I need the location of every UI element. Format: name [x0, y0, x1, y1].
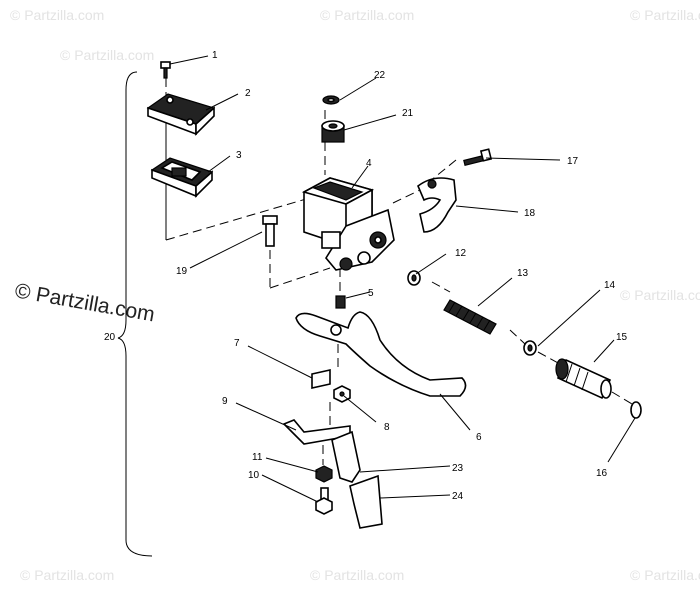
part-1-screw	[160, 61, 171, 79]
part-3-diaphragm	[150, 157, 214, 198]
part-7-clip	[311, 369, 331, 389]
callout-6: 6	[476, 432, 482, 443]
callout-21: 21	[402, 108, 414, 119]
part-17-screw	[463, 148, 493, 167]
callouts: 1 2 3 4 22 21 17 18 12 13 14 15 16 6 5 7…	[104, 50, 628, 502]
part-15-piston	[555, 358, 612, 400]
callout-4: 4	[366, 158, 372, 169]
watermark-main: © Partzilla.com	[13, 279, 156, 326]
part-5-pin	[335, 295, 346, 309]
callout-17: 17	[567, 156, 579, 167]
callout-16: 16	[596, 468, 608, 479]
part-24-boot	[349, 474, 383, 529]
callout-19: 19	[176, 266, 188, 277]
part-8-nut	[333, 385, 351, 403]
watermark-upper-mid: © Partzilla.com	[60, 47, 154, 63]
watermark-top-left: © Partzilla.com	[10, 7, 104, 23]
callout-8: 8	[384, 422, 390, 433]
leader-lines	[169, 55, 636, 503]
callout-2: 2	[245, 88, 251, 99]
callout-5: 5	[368, 288, 374, 299]
part-14-washer	[523, 340, 537, 356]
callout-14: 14	[604, 280, 616, 291]
callout-18: 18	[524, 208, 536, 219]
part-4-master-cylinder	[301, 177, 395, 271]
callout-13: 13	[517, 268, 529, 279]
part-22-washer	[322, 95, 340, 105]
callout-11: 11	[252, 452, 263, 463]
part-9-bracket	[282, 419, 351, 445]
part-23-switch	[331, 430, 361, 483]
part-16-clip	[630, 401, 642, 419]
watermark-top-center: © Partzilla.com	[320, 7, 414, 23]
watermark-mid-right: © Partzilla.com	[620, 287, 700, 303]
callout-23: 23	[452, 463, 464, 474]
part-12-washer	[407, 270, 421, 286]
part-13-spring	[443, 299, 497, 335]
part-6-lever	[295, 311, 467, 397]
callout-3: 3	[236, 150, 242, 161]
assembly-guides	[165, 78, 633, 465]
callout-10: 10	[248, 470, 260, 481]
watermark-bottom-right: © Partzilla.com	[630, 567, 700, 583]
background-watermarks: © Partzilla.com © Partzilla.com © Partzi…	[10, 7, 700, 583]
part-21-bushing	[321, 120, 345, 143]
callout-12: 12	[455, 248, 467, 259]
callout-20: 20	[104, 332, 116, 343]
part-2-reservoir-cover	[146, 93, 216, 136]
callout-15: 15	[616, 332, 628, 343]
assembly-bracket	[117, 71, 153, 557]
part-19-bolt	[262, 215, 278, 247]
watermark-top-right: © Partzilla.com	[630, 7, 700, 23]
part-10-bolt	[315, 487, 333, 515]
part-18-clamp	[417, 177, 457, 233]
watermark-bottom-center: © Partzilla.com	[310, 567, 404, 583]
callout-7: 7	[234, 338, 240, 349]
callout-9: 9	[222, 396, 228, 407]
watermark-bottom-left: © Partzilla.com	[20, 567, 114, 583]
callout-22: 22	[374, 70, 386, 81]
part-11-nut	[315, 465, 333, 483]
callout-1: 1	[212, 50, 218, 61]
callout-24: 24	[452, 491, 464, 502]
